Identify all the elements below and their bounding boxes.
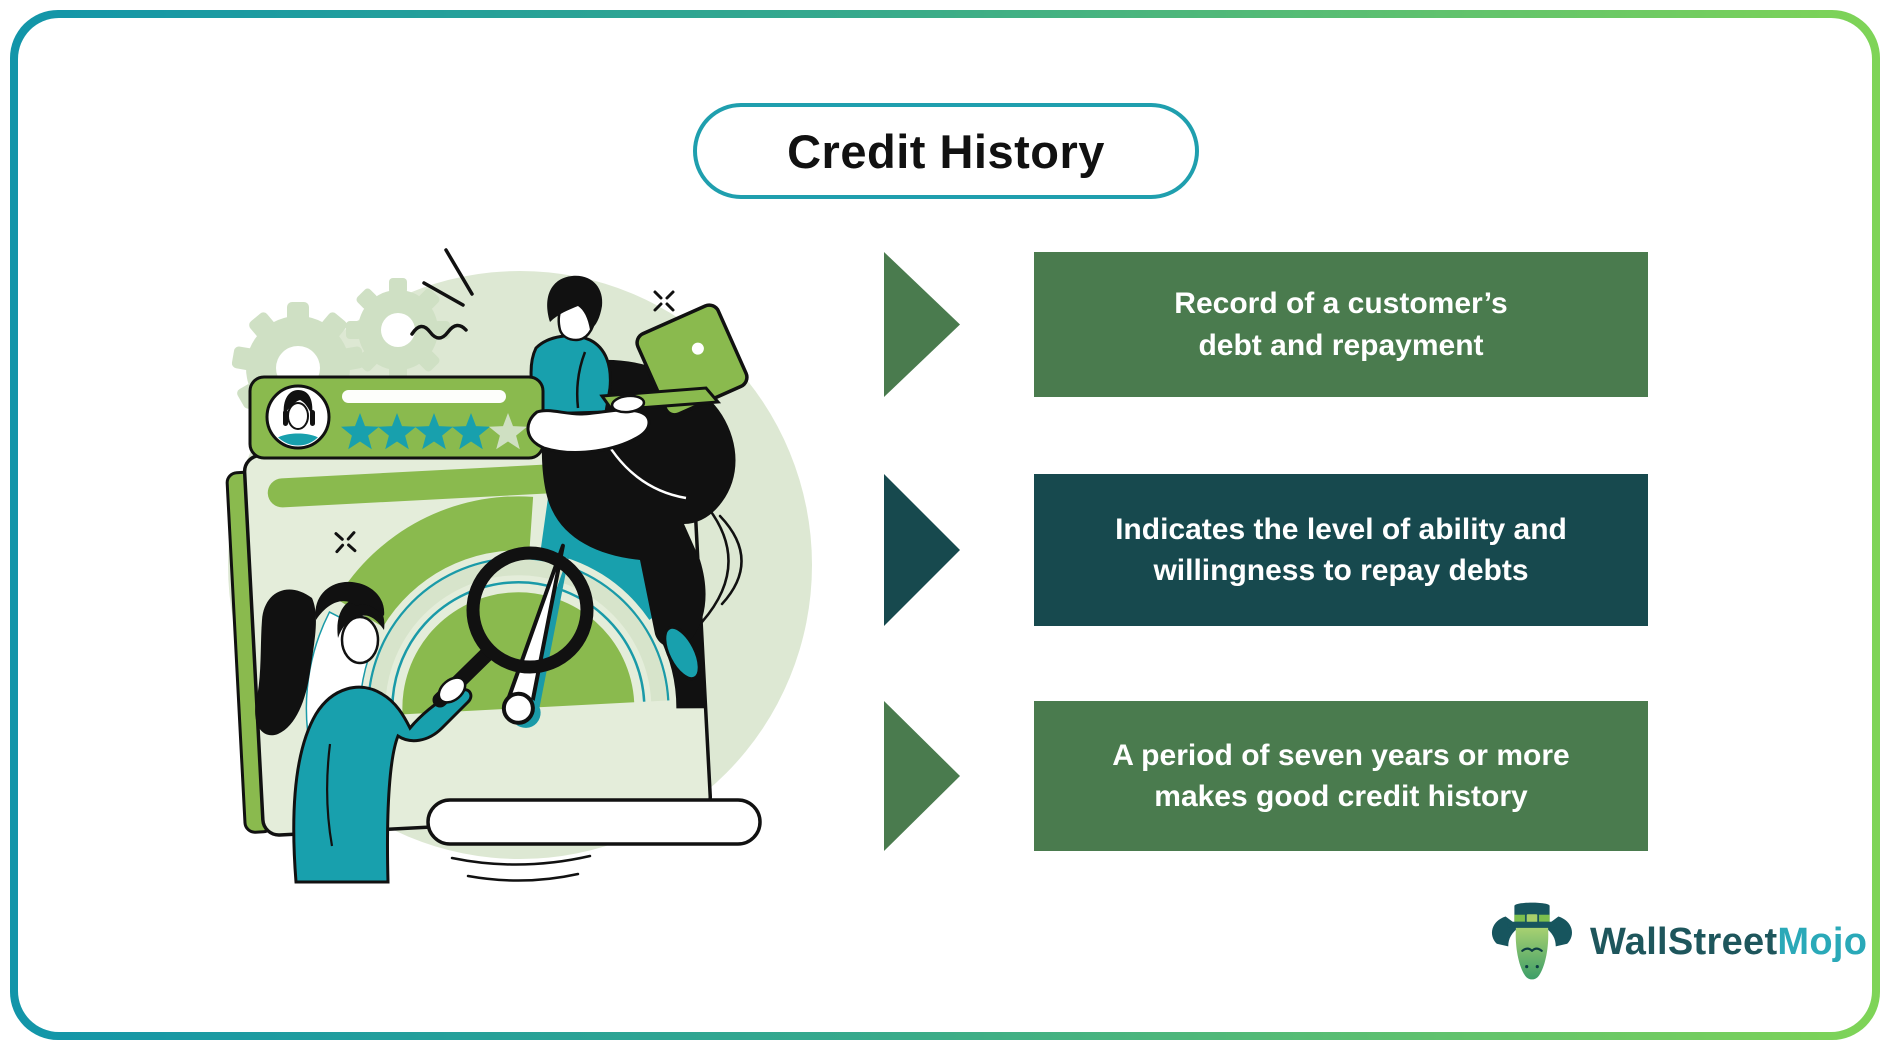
point-text-1: Record of a customer’s debt and repaymen… [1174, 287, 1508, 362]
woman-pointing [255, 581, 473, 884]
gear-icon-small [346, 278, 450, 382]
shoe-icon [663, 625, 701, 681]
brand-part2: Mojo [1777, 920, 1868, 963]
laptop-base [426, 798, 762, 846]
brand-logo: WallStreetMojo [1488, 898, 1867, 986]
star-rating-card [248, 375, 545, 460]
sparkle-icon-small [334, 531, 357, 554]
rating-stars [341, 413, 527, 450]
man-arm [526, 408, 651, 454]
sparkle-icon [653, 290, 675, 312]
credit-score-illustration [225, 248, 812, 884]
point-box-3: A period of seven years or more makes go… [1034, 701, 1648, 851]
point-text-3: A period of seven years or more makes go… [1112, 738, 1570, 813]
speed-arc [718, 514, 743, 606]
point-text-2: Indicates the level of ability and willi… [1115, 512, 1567, 587]
point-box-2: Indicates the level of ability and willi… [1034, 474, 1648, 626]
title-pill: Credit History [693, 103, 1199, 199]
brand-part1: WallStreet [1590, 920, 1778, 963]
motion-lines [410, 248, 474, 340]
magnifier-icon [432, 546, 594, 708]
page-title: Credit History [787, 124, 1105, 178]
brand-name: WallStreetMojo [1590, 921, 1867, 964]
point-box-1: Record of a customer’s debt and repaymen… [1034, 252, 1648, 397]
bull-mascot-icon [1492, 902, 1572, 980]
